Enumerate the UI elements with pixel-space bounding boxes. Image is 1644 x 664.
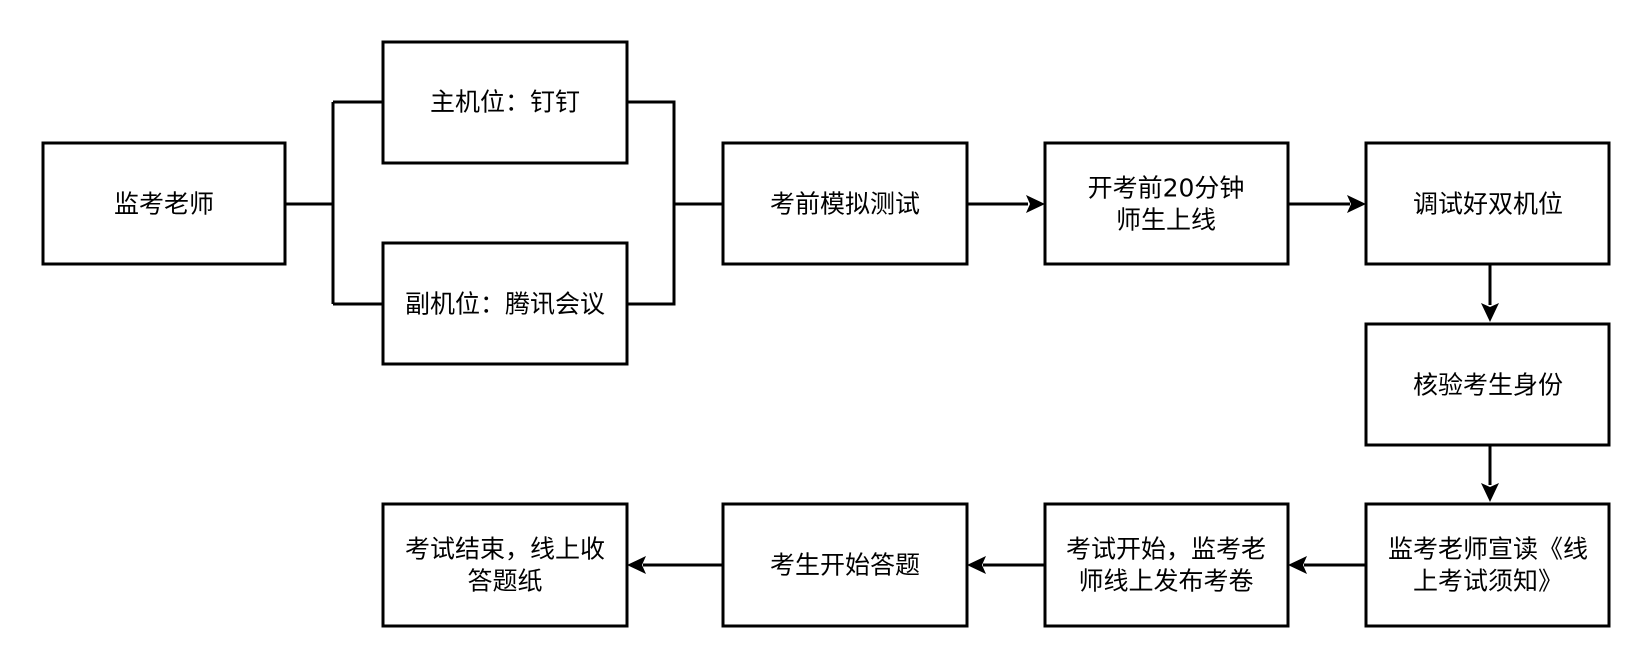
node-online-before-line-2: 师生上线	[1116, 206, 1216, 235]
connector-teacher-to-cameras	[285, 100, 383, 306]
node-main-camera: 主机位：钉钉	[381, 40, 629, 165]
arrowhead-debug-to-verify	[1481, 303, 1499, 322]
node-teacher: 监考老师	[41, 141, 287, 266]
node-students-answer-label: 考生开始答题	[770, 551, 920, 580]
arrowhead-verify-to-notice	[1481, 483, 1499, 502]
arrowhead-start-to-answer	[967, 556, 986, 574]
node-verify-identity-label: 核验考生身份	[1413, 371, 1563, 400]
node-exam-start-line-1: 考试开始，监考老	[1066, 535, 1266, 564]
connector-cameras-to-mock-test	[627, 100, 723, 306]
arrowhead-online-to-debug	[1347, 195, 1366, 213]
node-verify-identity: 核验考生身份	[1364, 322, 1611, 447]
node-students-answer: 考生开始答题	[721, 502, 969, 628]
node-mock-test-label: 考前模拟测试	[770, 190, 920, 219]
node-exam-start-line-2: 师线上发布考卷	[1078, 567, 1253, 596]
node-mock-test: 考前模拟测试	[721, 141, 969, 266]
node-sub-camera-label: 副机位：腾讯会议	[405, 290, 605, 319]
node-main-camera-label: 主机位：钉钉	[430, 88, 580, 117]
node-sub-camera: 副机位：腾讯会议	[381, 241, 629, 366]
arrowhead-answer-to-end	[627, 556, 646, 574]
node-read-notice-line-2: 上考试须知》	[1413, 567, 1563, 596]
node-teacher-label: 监考老师	[114, 190, 214, 219]
node-exam-end-line-2: 答题纸	[467, 567, 542, 596]
node-online-before-line-1: 开考前20分钟	[1088, 174, 1245, 203]
node-debug-cameras-label: 调试好双机位	[1413, 190, 1563, 219]
node-debug-cameras: 调试好双机位	[1364, 141, 1611, 266]
node-read-notice: 监考老师宣读《线 上考试须知》	[1364, 502, 1611, 628]
node-exam-start: 考试开始，监考老 师线上发布考卷	[1043, 502, 1290, 628]
node-exam-end-line-1: 考试结束，线上收	[405, 535, 605, 564]
arrowhead-notice-to-start	[1288, 556, 1307, 574]
node-read-notice-line-1: 监考老师宣读《线	[1388, 535, 1588, 564]
arrowhead-mock-to-online	[1026, 195, 1045, 213]
node-online-before: 开考前20分钟 师生上线	[1043, 141, 1290, 266]
node-exam-end: 考试结束，线上收 答题纸	[381, 502, 629, 628]
